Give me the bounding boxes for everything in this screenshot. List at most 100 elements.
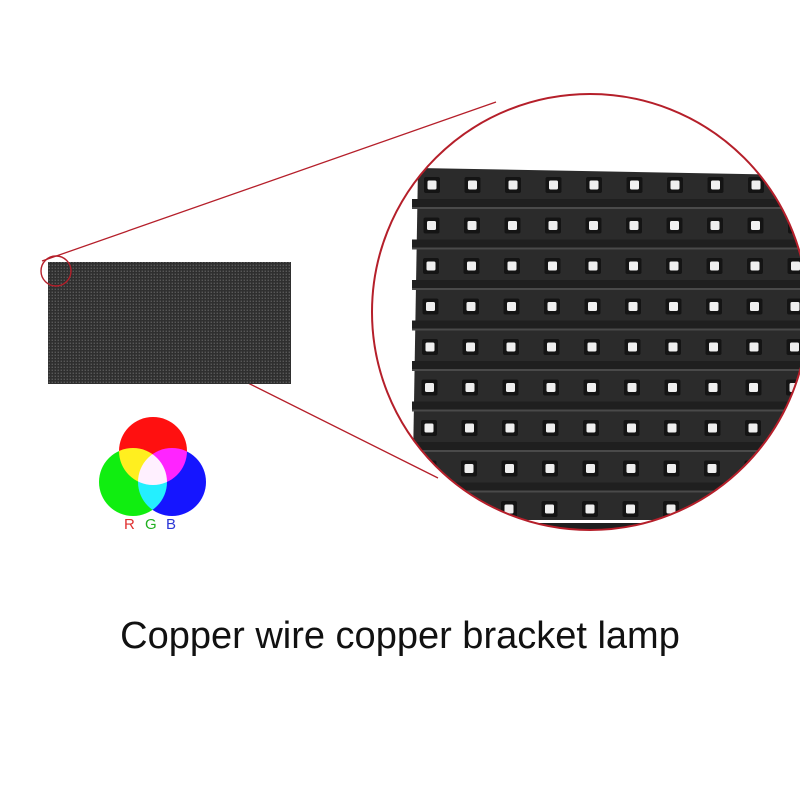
- led-pixel: [505, 423, 515, 433]
- led-pixel: [790, 302, 800, 311]
- led-housing: [703, 501, 720, 517]
- led-pixel: [586, 423, 596, 433]
- led-pixel: [586, 464, 595, 473]
- led-pixel: [708, 423, 717, 433]
- led-pixel: [628, 342, 637, 352]
- led-pixel: [549, 180, 558, 190]
- led-pixel: [546, 383, 556, 392]
- led-pixel: [467, 221, 477, 230]
- led-pixel: [585, 504, 595, 514]
- led-pixel: [589, 180, 599, 190]
- led-pixel: [669, 261, 679, 271]
- row-ridge: [412, 288, 800, 290]
- led-pixel: [626, 464, 636, 473]
- led-housing: [785, 460, 800, 477]
- led-pixel: [508, 180, 518, 190]
- led-pixel: [709, 302, 719, 311]
- led-pixel: [626, 504, 635, 514]
- rgb-label-g: G: [145, 516, 157, 533]
- led-module-panel: [48, 262, 291, 384]
- led-pixel: [629, 261, 638, 271]
- led-pixel: [508, 221, 517, 230]
- row-ridge: [412, 409, 800, 412]
- led-pixel: [505, 464, 514, 473]
- led-pixel: [790, 342, 799, 352]
- rgb-label-b: B: [166, 516, 177, 533]
- led-pixel: [546, 423, 555, 433]
- led-pixel: [750, 302, 759, 311]
- led-pixel: [545, 464, 555, 473]
- led-pixel: [792, 180, 800, 190]
- row-groove: [412, 482, 800, 491]
- led-pixel: [667, 464, 676, 473]
- led-pixel: [587, 342, 597, 352]
- led-pixel: [504, 504, 514, 514]
- led-pixel: [589, 221, 598, 230]
- led-pixel: [547, 302, 557, 311]
- led-pixel: [666, 504, 676, 514]
- led-pixel: [588, 261, 598, 271]
- led-pixel: [507, 302, 516, 311]
- product-caption: Copper wire copper bracket lamp: [120, 615, 680, 657]
- led-pixel: [668, 342, 678, 352]
- led-pixel: [670, 180, 680, 190]
- blue-circle: [138, 448, 206, 516]
- led-pixel: [425, 383, 434, 392]
- led-pixel: [748, 423, 758, 433]
- row-ridge: [412, 207, 800, 209]
- rgb-venn-diagram: [99, 417, 206, 516]
- led-pixel: [707, 504, 716, 514]
- row-groove: [412, 523, 800, 530]
- led-pixel: [710, 261, 719, 271]
- led-pixel: [468, 180, 477, 190]
- led-pixel: [711, 180, 720, 190]
- led-pixel: [464, 504, 473, 514]
- led-pixel: [506, 342, 516, 352]
- led-pixel: [466, 342, 475, 352]
- row-ridge: [412, 450, 800, 452]
- led-pixel: [427, 180, 437, 190]
- row-ridge: [412, 328, 800, 331]
- led-pixel: [667, 423, 677, 433]
- led-pixel: [788, 504, 797, 514]
- led-pixel: [426, 302, 435, 311]
- led-housing: [788, 177, 800, 193]
- led-pixel: [707, 464, 717, 473]
- zoom-source-circle: [40, 255, 72, 287]
- led-pixel: [789, 423, 798, 433]
- led-pixel: [506, 383, 515, 392]
- led-pixel: [466, 302, 476, 311]
- led-pixel: [748, 464, 757, 473]
- led-pixel: [427, 221, 436, 230]
- led-pixel: [425, 342, 435, 352]
- led-pixel: [507, 261, 517, 271]
- led-pixel: [670, 221, 679, 230]
- led-pixel: [749, 383, 758, 392]
- led-pixel: [465, 423, 474, 433]
- led-pixel: [709, 342, 718, 352]
- led-pixel: [669, 302, 678, 311]
- row-ridge: [412, 490, 800, 493]
- led-pixel: [627, 423, 636, 433]
- led-housing: [420, 501, 436, 517]
- led-pixel: [750, 261, 760, 271]
- led-pixel: [668, 383, 677, 392]
- led-housing: [744, 501, 760, 517]
- led-pixel: [751, 221, 760, 230]
- led-pixel: [547, 342, 556, 352]
- led-pixel: [548, 261, 557, 271]
- row-groove: [412, 239, 800, 248]
- row-ridge: [412, 247, 800, 250]
- led-pixel: [426, 261, 436, 271]
- led-housing: [785, 420, 800, 436]
- led-pixel: [708, 383, 718, 392]
- led-pixel: [587, 383, 596, 392]
- led-pixel: [629, 221, 639, 230]
- led-pixel: [749, 342, 759, 352]
- led-pixel: [747, 504, 757, 514]
- led-pixel: [627, 383, 637, 392]
- row-groove: [412, 320, 800, 329]
- row-ridge: [412, 531, 800, 533]
